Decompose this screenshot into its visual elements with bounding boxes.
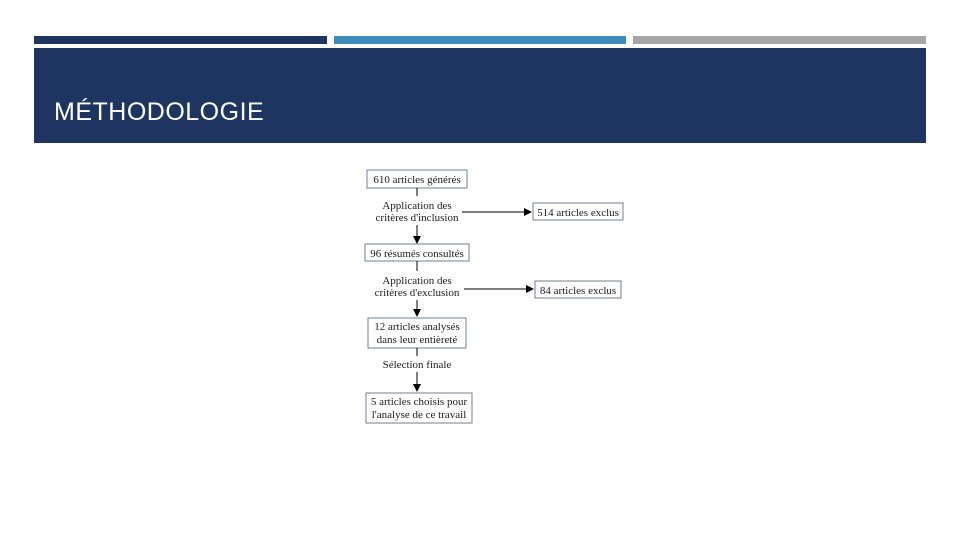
- box-articles-generated-label: 610 articles générés: [373, 174, 460, 186]
- step-exclusion-line1: Application des: [382, 275, 451, 287]
- box-excluded-2-label: 84 articles exclus: [540, 285, 616, 297]
- box-articles-generated: 610 articles générés: [366, 169, 469, 190]
- title-banner: MÉTHODOLOGIE: [34, 48, 926, 143]
- box-articles-chosen: 5 articles choisis pour l'analyse de ce …: [365, 392, 474, 425]
- box-articles-analyzed: 12 articles analysés dans leur entièreté: [367, 317, 468, 350]
- box-abstracts-consulted-label: 96 résumés consultés: [370, 248, 463, 260]
- accent-bar-blue: [334, 36, 626, 44]
- page-title: MÉTHODOLOGIE: [54, 98, 265, 126]
- box-abstracts-consulted: 96 résumés consultés: [364, 243, 471, 263]
- accent-bar-gray: [633, 36, 926, 44]
- box-articles-chosen-line2: l'analyse de ce travail: [372, 409, 467, 421]
- box-excluded-2: 84 articles exclus: [534, 280, 623, 300]
- step-inclusion-line1: Application des: [382, 200, 451, 212]
- box-articles-chosen-line1: 5 articles choisis pour: [371, 396, 468, 408]
- box-excluded-1: 514 articles exclus: [532, 202, 625, 222]
- box-excluded-1-label: 514 articles exclus: [537, 207, 619, 219]
- step-exclusion-line2: critères d'exclusion: [375, 287, 460, 299]
- box-articles-analyzed-line1: 12 articles analysés: [374, 321, 460, 333]
- box-articles-analyzed-line2: dans leur entièreté: [377, 334, 458, 346]
- step-inclusion-line2: critères d'inclusion: [376, 212, 459, 224]
- step-final-selection: Sélection finale: [383, 359, 452, 371]
- accent-bar-navy: [34, 36, 327, 44]
